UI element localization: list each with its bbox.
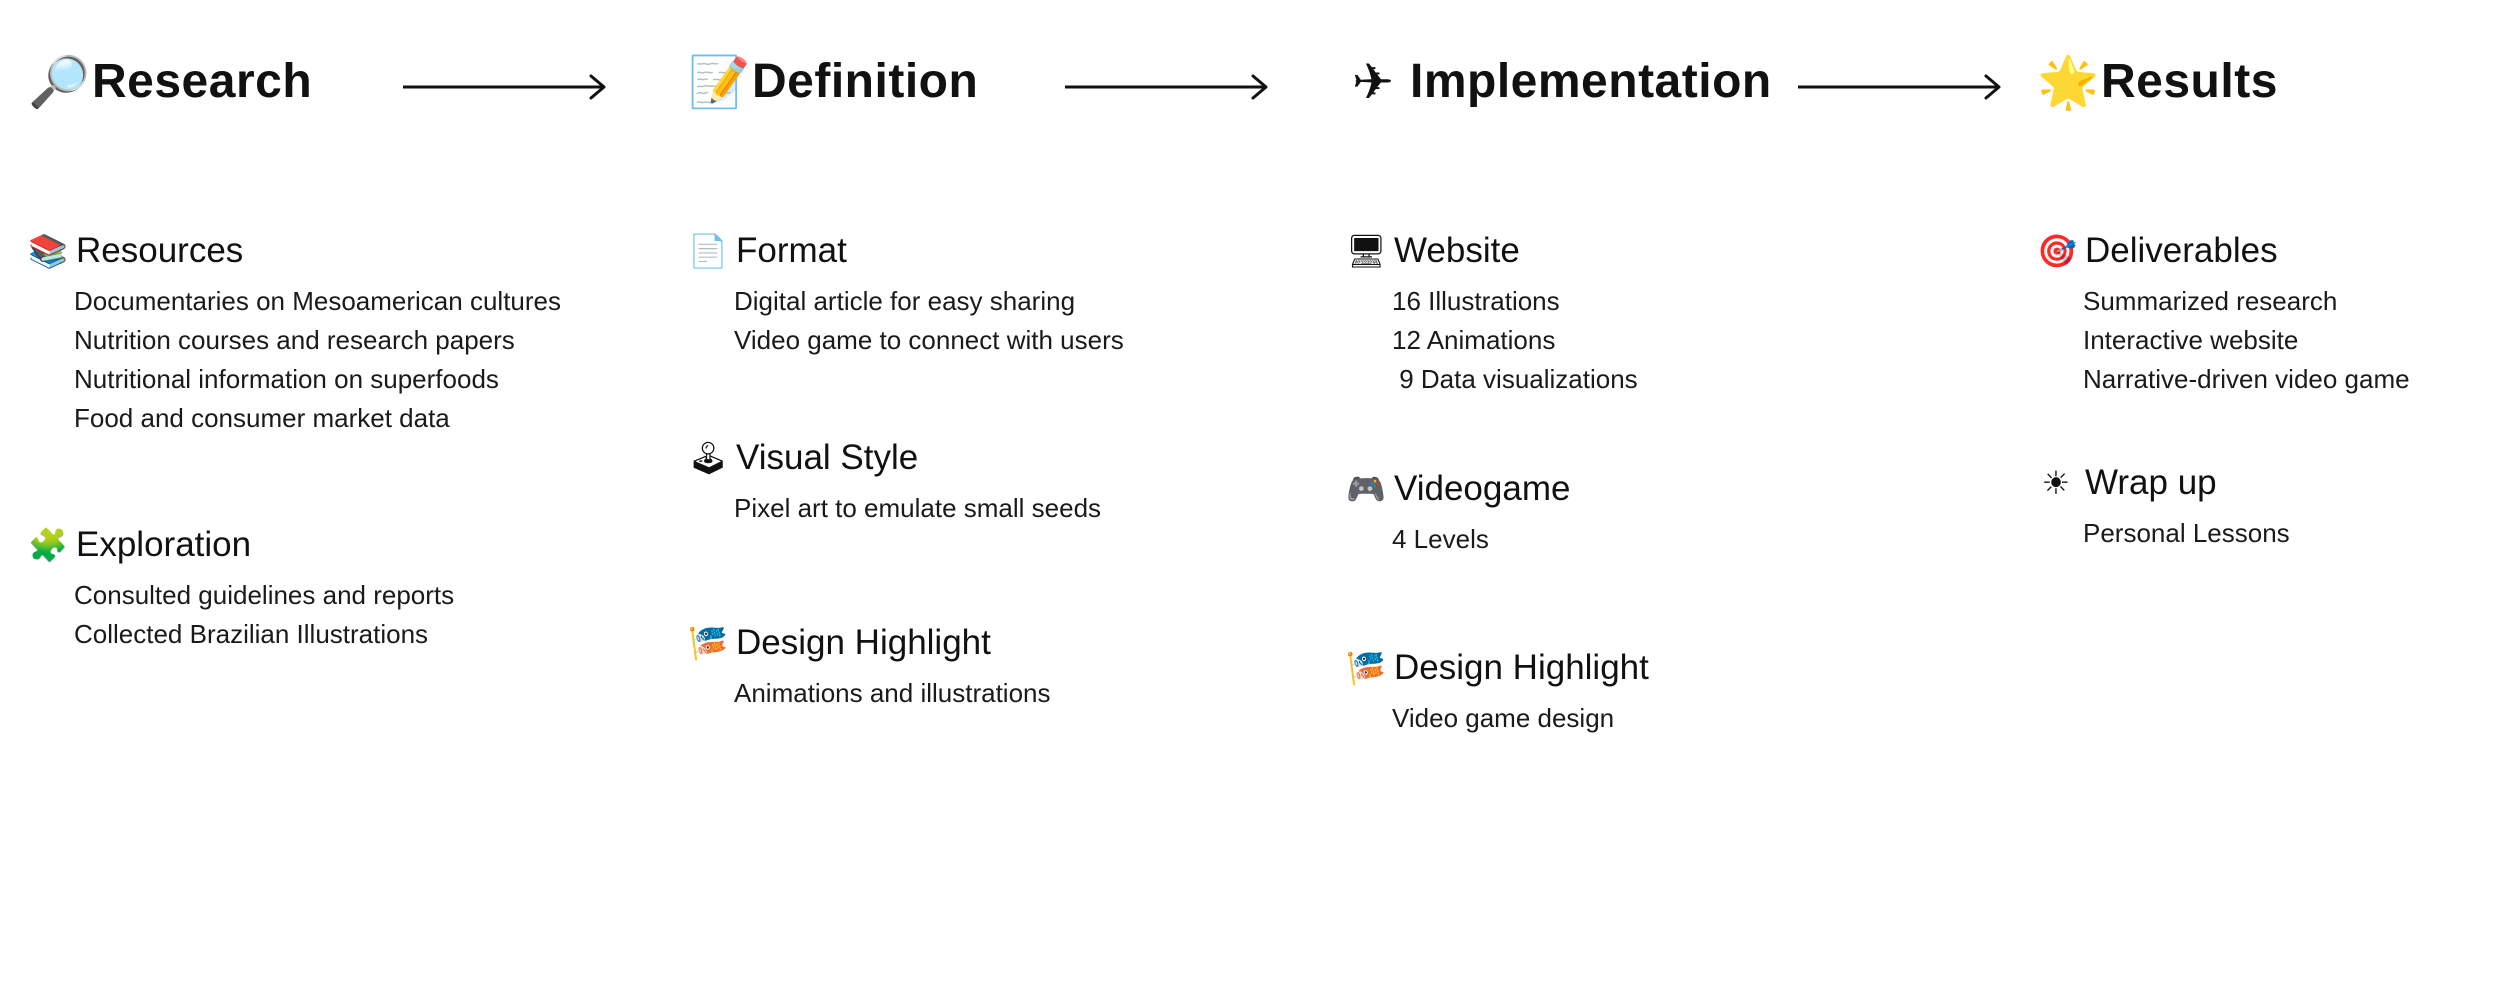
list-item: 16 Illustrations	[1392, 286, 1560, 316]
list-item: Food and consumer market data	[74, 403, 450, 433]
phase-title: Implementation	[1410, 55, 1772, 108]
section-title: Website	[1394, 231, 1520, 270]
section-videogame: 🎮 Videogame 4 Levels	[1346, 466, 1570, 559]
list-item: Digital article for easy sharing	[734, 286, 1076, 316]
phase-header-implementation: ✈ Implementation	[1346, 52, 1772, 112]
phase-title: Results	[2101, 55, 2278, 108]
item-list: Documentaries on Mesoamerican cultures N…	[74, 282, 561, 438]
list-item: Consulted guidelines and reports	[74, 580, 455, 610]
section-deliverables: 🎯 Deliverables Summarized research Inter…	[2037, 228, 2410, 399]
section-title: Format	[736, 231, 847, 270]
section-wrap-up: ☀ Wrap up Personal Lessons	[2037, 460, 2290, 553]
arrow-right-icon	[403, 74, 606, 100]
section-title: Exploration	[76, 525, 252, 564]
section-format: 📄 Format Digital article for easy sharin…	[688, 228, 1124, 360]
puzzle-icon: 🧩	[28, 526, 68, 564]
phase-title: Research	[92, 55, 313, 108]
list-item: Interactive website	[2083, 325, 2299, 355]
section-title: Design Highlight	[1394, 648, 1649, 687]
phase-header-definition: 📝 Definition	[688, 52, 978, 112]
books-icon: 📚	[28, 232, 68, 270]
item-list: Animations and illustrations	[734, 674, 1051, 713]
joystick-icon: 🕹	[688, 439, 729, 477]
section-resources: 📚 Resources Documentaries on Mesoamerica…	[28, 228, 561, 438]
list-item: Video game to connect with users	[734, 325, 1124, 355]
phase-header-research: 🔎 Research	[28, 52, 312, 112]
section-design-highlight: 🎏 Design Highlight Video game design	[1346, 645, 1649, 738]
item-list: Personal Lessons	[2083, 514, 2290, 553]
item-list: 4 Levels	[1392, 520, 1570, 559]
section-title: Visual Style	[736, 438, 919, 477]
arrow-right-icon	[1798, 74, 2001, 100]
list-item: Animations and illustrations	[734, 678, 1051, 708]
list-item: Narrative-driven video game	[2083, 364, 2410, 394]
item-list: Digital article for easy sharing Video g…	[734, 282, 1124, 360]
phase-header-results: 🌟 Results	[2037, 52, 2278, 112]
list-item: Video game design	[1392, 703, 1615, 733]
section-title: Wrap up	[2085, 463, 2217, 502]
section-title: Deliverables	[2085, 231, 2278, 270]
airplane-icon: ✈	[1352, 53, 1394, 111]
sun-icon: ☀	[2041, 464, 2071, 502]
section-title: Design Highlight	[736, 623, 991, 662]
gamepad-icon: 🎮	[1346, 470, 1386, 508]
list-item: Summarized research	[2083, 286, 2338, 316]
list-item: 4 Levels	[1392, 524, 1489, 554]
carp-streamer-icon: 🎏	[688, 624, 728, 662]
list-item: Personal Lessons	[2083, 518, 2290, 548]
memo-icon: 📝	[688, 53, 751, 111]
magnifier-icon: 🔎	[28, 53, 91, 111]
section-title: Videogame	[1394, 469, 1571, 508]
document-icon: 📄	[688, 232, 728, 270]
glowing-star-icon: 🌟	[2037, 53, 2100, 111]
section-visual-style: 🕹 Visual Style Pixel art to emulate smal…	[688, 435, 1101, 528]
phase-title: Definition	[752, 55, 979, 108]
section-exploration: 🧩 Exploration Consulted guidelines and r…	[28, 522, 454, 654]
item-list: Summarized research Interactive website …	[2083, 282, 2410, 399]
list-item: Nutritional information on superfoods	[74, 364, 499, 394]
item-list: Consulted guidelines and reports Collect…	[74, 576, 454, 654]
item-list: Pixel art to emulate small seeds	[734, 489, 1101, 528]
list-item: Documentaries on Mesoamerican cultures	[74, 286, 561, 316]
list-item: Collected Brazilian Illustrations	[74, 619, 429, 649]
desktop-computer-icon: 🖥	[1346, 232, 1387, 270]
section-title: Resources	[76, 231, 244, 270]
target-icon: 🎯	[2037, 232, 2077, 270]
list-item: Nutrition courses and research papers	[74, 325, 515, 355]
arrow-right-icon	[1065, 74, 1268, 100]
list-item: Pixel art to emulate small seeds	[734, 493, 1102, 523]
list-item: 9 Data visualizations	[1392, 364, 1638, 394]
section-website: 🖥 Website 16 Illustrations 12 Animations…	[1346, 228, 1638, 399]
item-list: Video game design	[1392, 699, 1649, 738]
carp-streamer-icon: 🎏	[1346, 649, 1386, 687]
list-item: 12 Animations	[1392, 325, 1556, 355]
section-design-highlight: 🎏 Design Highlight Animations and illust…	[688, 620, 1051, 713]
item-list: 16 Illustrations 12 Animations 9 Data vi…	[1392, 282, 1638, 399]
